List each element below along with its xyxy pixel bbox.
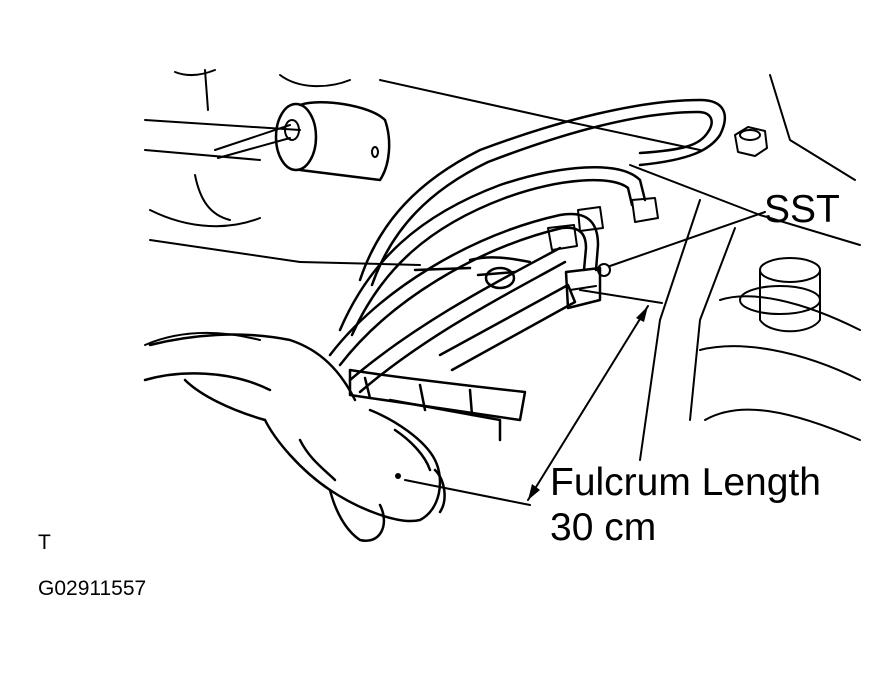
engine-block-outline: [144, 69, 861, 461]
sst-tool: [564, 263, 611, 310]
pipe-union-nuts: [547, 197, 659, 251]
dimension-arrow-top: [636, 306, 648, 322]
view-marker: T: [38, 531, 51, 554]
hand-mark: [395, 473, 401, 479]
actuator-cylinder: [214, 101, 391, 182]
figure-code: G02911557: [38, 577, 147, 600]
pump-housing-right: [739, 257, 821, 333]
fulcrum-value-label: 30 cm: [550, 506, 657, 549]
hand: [143, 333, 446, 543]
bolt-top-right: [734, 126, 768, 157]
injection-pipes: [328, 98, 726, 394]
sst-leader-line: [609, 211, 766, 267]
wrench-lever: [413, 256, 577, 372]
sst-label: SST: [764, 188, 840, 231]
wrench-handle-frame: [348, 368, 527, 442]
fulcrum-length-label: Fulcrum Length: [550, 461, 821, 504]
dimension-arrow-bottom: [528, 484, 540, 500]
fulcrum-dimension-lines: [404, 289, 663, 506]
